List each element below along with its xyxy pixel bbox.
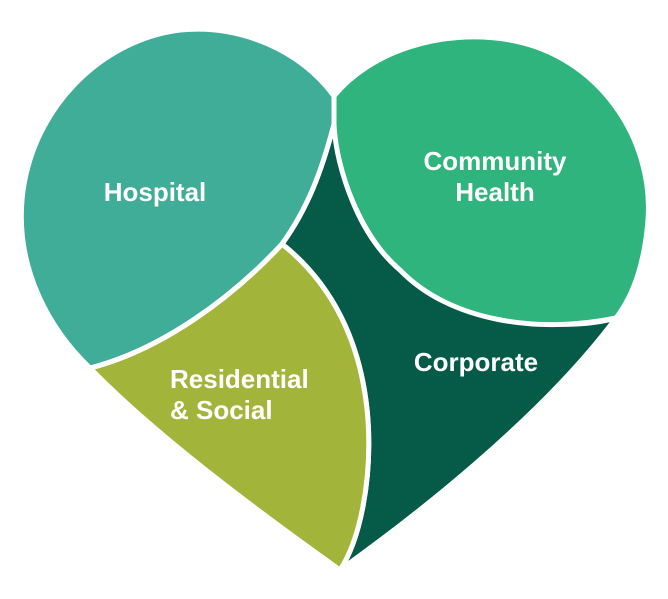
label-hospital: Hospital bbox=[104, 177, 207, 207]
label-residential-line2: & Social bbox=[170, 395, 273, 425]
label-residential-line1: Residential bbox=[170, 364, 309, 394]
label-corporate: Corporate bbox=[414, 347, 538, 377]
segment-community bbox=[331, 34, 651, 328]
label-community-line2: Health bbox=[455, 177, 534, 207]
segment-hospital bbox=[18, 26, 337, 371]
label-community-line1: Community bbox=[424, 146, 568, 176]
